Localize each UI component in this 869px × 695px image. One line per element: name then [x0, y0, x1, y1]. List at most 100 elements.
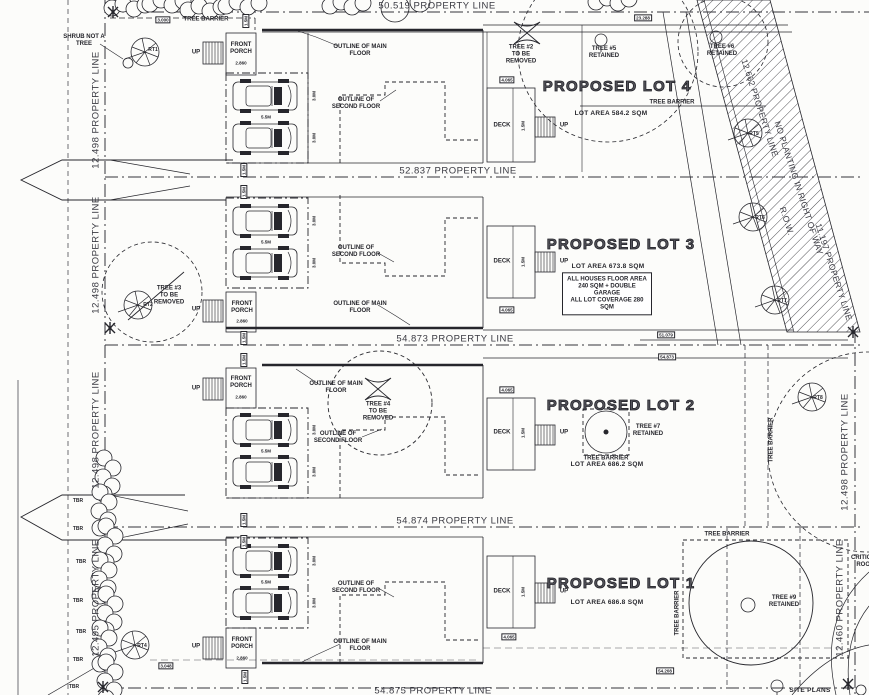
dim-box: 1.5M [240, 534, 248, 550]
lot-1-title: PROPOSED LOT 1 [546, 575, 696, 593]
tbr-label: TBR [72, 657, 84, 664]
property-line-left-2-label: 12.498 PROPERTY LINE [90, 196, 102, 314]
outline-main-floor-lot4-label: OUTLINE OF MAIN FLOOR [333, 43, 387, 57]
car-dim: 3.0M [311, 466, 317, 478]
tree-barrier-lot4-label: TREE BARRIER [649, 99, 695, 106]
tree-6-retained-label: TREE #6 RETAINED [706, 43, 738, 57]
tree-3-removed-label: TREE #3 TO BE REMOVED [153, 285, 185, 306]
tbr-label: TBR [75, 559, 87, 566]
deck-dim: 1.5M [520, 427, 526, 439]
up-porch-lot3-label: UP [191, 306, 201, 313]
outline-second-floor-lot3-label: OUTLINE OF SECOND FLOOR [331, 244, 381, 258]
front-porch-lot3-label: FRONT PORCH [231, 300, 253, 314]
car-dim: 3.0M [311, 215, 317, 227]
dim-box: 23.288 [634, 14, 652, 22]
lot-4-building [202, 24, 792, 172]
tree-barrier-lot2-label: TREE BARRIER [583, 455, 629, 462]
property-line-3-label: 54.873 PROPERTY LINE [396, 333, 514, 345]
dim-box: 54.873 [658, 353, 676, 361]
property-line-2-label: 52.837 PROPERTY LINE [399, 165, 517, 177]
outline-second-floor-lot4-label: OUTLINE OF SECOND FLOOR [331, 96, 381, 110]
porch-dim: 2.860 [236, 655, 248, 661]
property-line-4-label: 54.874 PROPERTY LINE [396, 515, 514, 527]
trees [90, 0, 869, 695]
tree-barrier-lot1-label: TREE BARRIER [704, 531, 750, 538]
property-line-left-3-label: 12.498 PROPERTY LINE [90, 371, 102, 489]
property-line-bottom-label: 54.875 PROPERTY LINE [374, 685, 492, 695]
site-plans-label: SITE PLANS [789, 687, 831, 695]
porch-dim: 2.860 [236, 318, 248, 324]
deck-lot2-label: DECK [493, 429, 511, 436]
dim-box: 4.065 [499, 306, 515, 314]
outline-second-floor-lot1-label: OUTLINE OF SECOND FLOOR [331, 580, 381, 594]
property-line-right-1-label: 12.498 PROPERTY LINE [839, 393, 851, 511]
dim-box: 3.000 [155, 16, 171, 24]
deck-lot1-label: DECK [493, 588, 511, 595]
row-label: R.O.W. [777, 205, 797, 237]
property-line-top-label: 50.519 PROPERTY LINE [378, 0, 496, 12]
outline-main-floor-lot2-label: OUTLINE OF MAIN FLOOR [309, 380, 363, 394]
front-porch-lot2-label: FRONT PORCH [230, 375, 252, 389]
shrub-not-a-tree-label: SHRUB NOT A TREE [63, 33, 105, 47]
rt2-label: RT2 [143, 302, 153, 309]
property-lines [17, 0, 869, 695]
dim-box: 1.5M [240, 512, 248, 528]
rt4-label: RT4 [137, 643, 147, 650]
tree-barrier-top-label: TREE BARRIER [183, 16, 229, 23]
property-line-left-4-label: 12.495 PROPERTY LINE [90, 539, 102, 657]
deck-lot4-label: DECK [493, 122, 511, 129]
tree-2-removed-label: TREE #2 TO BE REMOVED [505, 44, 537, 65]
tree-barrier-vert-lot1-label: TREE BARRIER [674, 590, 681, 636]
property-line-row-1-label: 12.662 PROPERTY LINE [739, 57, 781, 159]
car-dim: 5.5M [260, 239, 272, 245]
dim-box: 1.5M [240, 162, 248, 178]
dim-box: 1.5M [242, 13, 250, 29]
right-of-way-hatch [662, 0, 861, 346]
tree-7-retained-label: TREE #7 RETAINED [632, 423, 664, 437]
up-deck-lot1-label: UP [559, 588, 569, 595]
up-deck-lot2-label: UP [559, 429, 569, 436]
car-dim: 3.0M [311, 555, 317, 567]
outline-main-floor-lot1-label: OUTLINE OF MAIN FLOOR [333, 638, 387, 652]
dim-box: 1.5M [240, 330, 248, 346]
lot-3-title: PROPOSED LOT 3 [546, 236, 696, 254]
tbr-label: TBR [72, 598, 84, 605]
rt8-label: RT8 [813, 395, 823, 402]
lot-1-building [202, 528, 849, 688]
front-porch-lot1-label: FRONT PORCH [231, 636, 253, 650]
dim-box: 1.5M [240, 184, 248, 200]
outline-main-floor-lot3-label: OUTLINE OF MAIN FLOOR [333, 300, 387, 314]
front-porch-lot4-label: FRONT PORCH [230, 41, 252, 55]
rt1-label: RT1 [148, 47, 158, 54]
deck-dim: 1.5M [520, 586, 526, 598]
car-dim: 5.5M [260, 448, 272, 454]
dim-box: 51.079 [657, 331, 675, 339]
tree-5-retained-label: TREE #5 RETAINED [588, 45, 620, 59]
tree-4-removed-label: TREE #4 TO BE REMOVED [362, 401, 394, 422]
up-porch-lot2-label: UP [191, 385, 201, 392]
lot-4-title: PROPOSED LOT 4 [542, 78, 692, 96]
up-deck-lot3-label: UP [559, 258, 569, 265]
property-line-row-2-label: 11.197 PROPERTY LINE [813, 222, 855, 322]
car-dim: 3.0M [311, 424, 317, 436]
car-dim: 5.5M [260, 114, 272, 120]
lot-3-area: LOT AREA 673.8 SQM [571, 263, 645, 271]
dim-box: 1.5M [240, 352, 248, 368]
car-dim: 3.0M [311, 132, 317, 144]
up-porch-lot4-label: UP [191, 49, 201, 56]
tbr-label: TBR [72, 498, 84, 505]
dim-box: 4.065 [501, 633, 517, 641]
tbr-label: TBR [75, 629, 87, 636]
up-deck-lot4-label: UP [559, 122, 569, 129]
dim-box: 4.065 [499, 76, 515, 84]
deck-dim: 1.5M [520, 256, 526, 268]
car-dim: 3.0M [311, 257, 317, 269]
dim-box: 4.065 [499, 386, 515, 394]
lot-3-building [127, 195, 793, 333]
tbr-label: TBR [68, 684, 80, 691]
lot-1-area: LOT AREA 686.8 SQM [570, 599, 644, 607]
